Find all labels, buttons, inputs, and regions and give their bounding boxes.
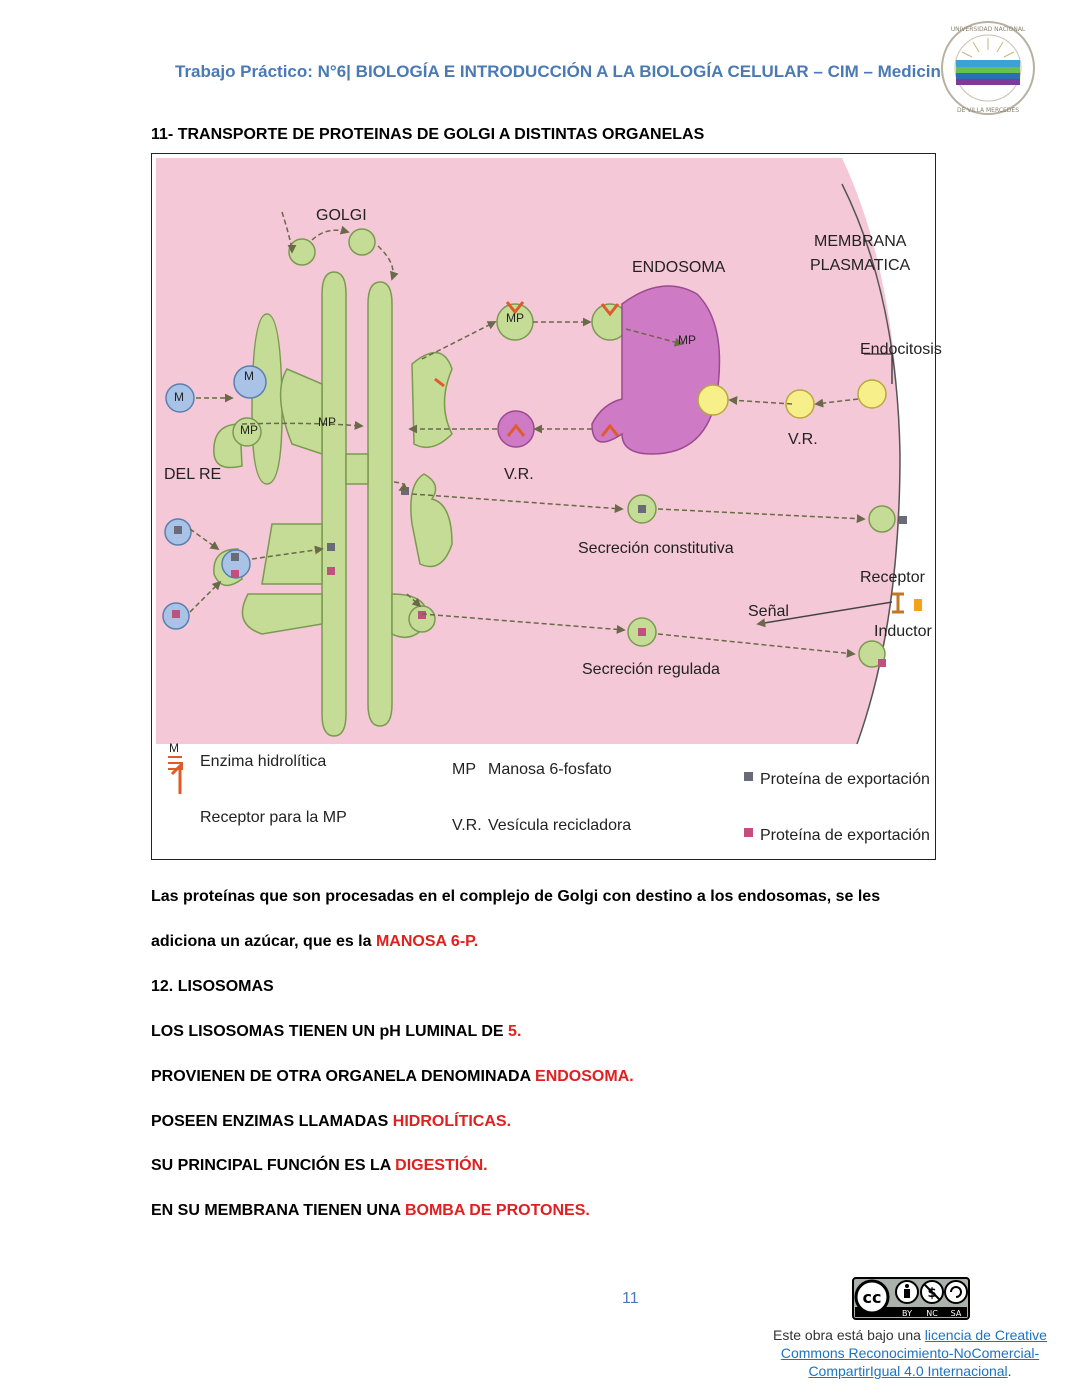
svg-text:MP: MP	[678, 333, 696, 347]
svg-text:PLASMATICA: PLASMATICA	[810, 257, 911, 274]
svg-text:Receptor para la MP: Receptor para la MP	[200, 809, 347, 826]
svg-text:M: M	[174, 390, 184, 404]
svg-text:Enzima hidrolítica: Enzima hidrolítica	[200, 753, 326, 770]
svg-text:Secreción constitutiva: Secreción constitutiva	[578, 540, 734, 557]
svg-text:MP: MP	[452, 761, 476, 778]
svg-text:V.R.: V.R.	[452, 817, 482, 834]
university-logo: UNIVERSIDAD NACIONAL DE VILLA MERCEDES	[941, 21, 1035, 115]
page-number: 11	[622, 1290, 639, 1307]
license-link[interactable]: licencia de Creative Commons Reconocimie…	[780, 1327, 1047, 1379]
svg-text:MP: MP	[506, 311, 524, 325]
svg-text:V.R.: V.R.	[504, 466, 534, 483]
svg-text:MEMBRANA: MEMBRANA	[814, 233, 907, 250]
svg-text:GOLGI: GOLGI	[316, 207, 367, 224]
lysosome-fact-membrane: EN SU MEMBRANA TIENEN UNA BOMBA DE PROTO…	[151, 1202, 590, 1219]
license-notice: Este obra está bajo una licencia de Crea…	[773, 1327, 1047, 1379]
svg-text:M: M	[169, 741, 179, 755]
creative-commons-badge[interactable]: cc $ BY NC SA	[852, 1277, 970, 1320]
svg-text:MP: MP	[318, 415, 336, 429]
svg-text:NC: NC	[926, 1309, 938, 1318]
svg-text:V.R.: V.R.	[788, 431, 818, 448]
document-header-title: Trabajo Práctico: N°6| BIOLOGÍA E INTROD…	[175, 62, 951, 81]
section-11-title: 11- TRANSPORTE DE PROTEINAS DE GOLGI A D…	[151, 126, 705, 143]
svg-text:Inductor: Inductor	[874, 623, 932, 640]
svg-text:DEL RE: DEL RE	[164, 466, 221, 483]
lysosome-fact-ph: LOS LISOSOMAS TIENEN UN pH LUMINAL DE 5.	[151, 1023, 522, 1040]
lysosome-fact-function: SU PRINCIPAL FUNCIÓN ES LA DIGESTIÓN.	[151, 1157, 488, 1174]
svg-text:Endocitosis: Endocitosis	[860, 341, 942, 358]
svg-text:Proteína de exportación: Proteína de exportación	[760, 771, 930, 788]
svg-text:Manosa 6-fosfato: Manosa 6-fosfato	[488, 761, 612, 778]
diagram-legend: M Enzima hidrolítica Receptor para la MP…	[168, 741, 930, 844]
svg-text:UNIVERSIDAD NACIONAL: UNIVERSIDAD NACIONAL	[951, 26, 1026, 33]
svg-text:$: $	[927, 1286, 936, 1301]
lysosome-fact-origin: PROVIENEN DE OTRA ORGANELA DENOMINADA EN…	[151, 1068, 634, 1085]
svg-text:Secreción regulada: Secreción regulada	[582, 661, 720, 678]
section-12-title: 12. LISOSOMAS	[151, 978, 274, 995]
golgi-transport-diagram: GOLGI ENDOSOMA MEMBRANA PLASMATICA Endoc…	[151, 153, 942, 860]
endocytic-vesicles	[697, 379, 887, 419]
svg-text:Receptor: Receptor	[860, 569, 926, 586]
paragraph-1-line-2: adiciona un azúcar, que es la MANOSA 6-P…	[151, 933, 479, 950]
svg-text:SA: SA	[951, 1309, 962, 1318]
svg-text:ENDOSOMA: ENDOSOMA	[632, 259, 726, 276]
svg-text:Señal: Señal	[748, 603, 789, 620]
svg-text:BY: BY	[902, 1309, 912, 1318]
svg-text:DE VILLA MERCEDES: DE VILLA MERCEDES	[957, 107, 1019, 114]
paragraph-1-line-1: Las proteínas que son procesadas en el c…	[151, 888, 881, 905]
svg-text:MP: MP	[240, 423, 258, 437]
golgi-stack	[213, 271, 453, 737]
endosome	[497, 285, 721, 455]
lysosome-fact-enzymes: POSEEN ENZIMAS LLAMADAS HIDROLÍTICAS.	[151, 1113, 512, 1130]
svg-text:cc: cc	[863, 1288, 882, 1307]
svg-text:M: M	[244, 369, 254, 383]
svg-text:Vesícula recicladora: Vesícula recicladora	[488, 817, 631, 834]
svg-text:Proteína de exportación: Proteína de exportación	[760, 827, 930, 844]
